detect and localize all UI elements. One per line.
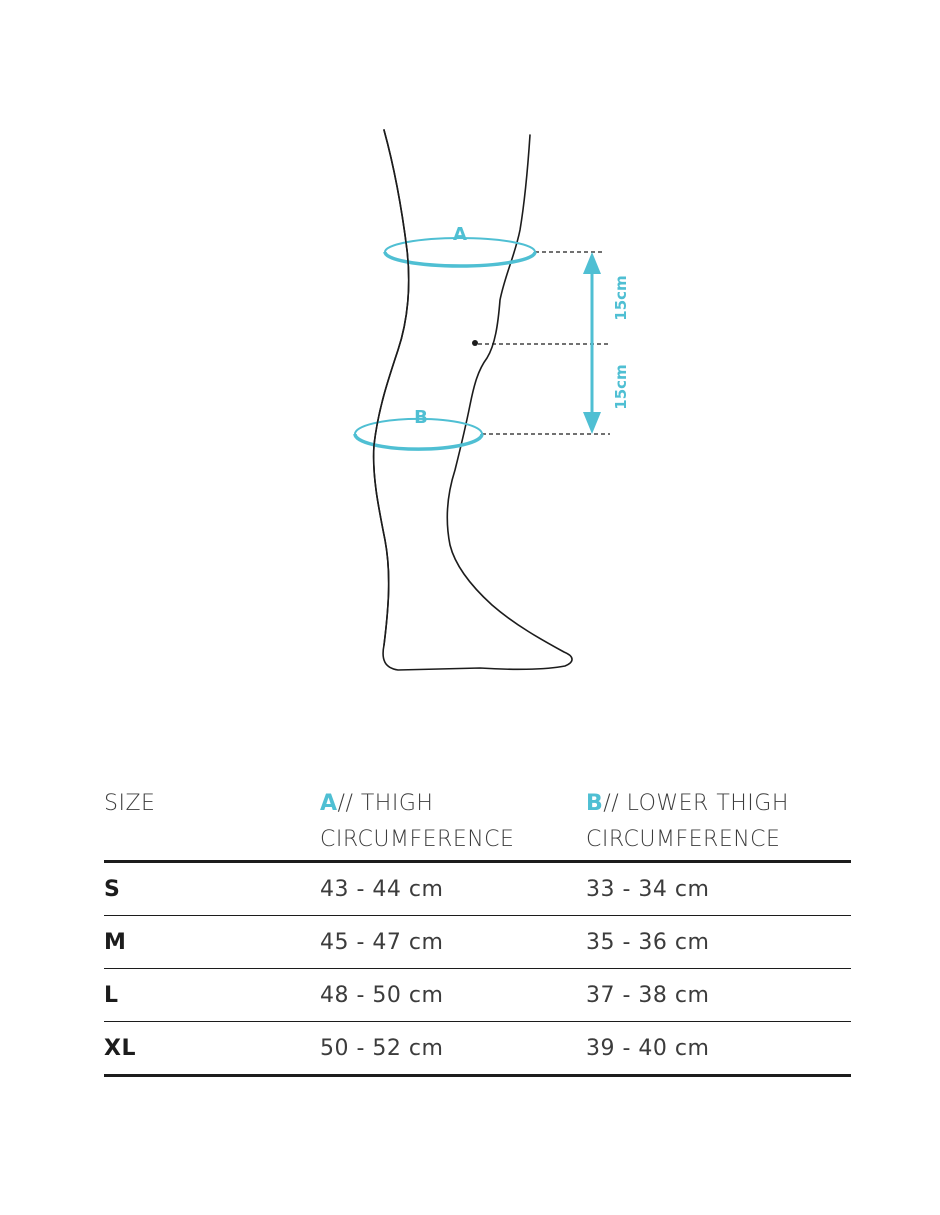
thigh-cell: 48 - 50 cm: [320, 983, 444, 1008]
distance-lower-label: 15cm: [612, 364, 630, 409]
header-b-line1: // LOWER THIGH: [603, 791, 789, 816]
table-row: XL 50 - 52 cm 39 - 40 cm: [104, 1022, 851, 1077]
distance-upper-label: 15cm: [612, 275, 630, 320]
size-cell: L: [104, 983, 119, 1008]
header-a-letter: A: [320, 791, 338, 816]
thigh-cell: 45 - 47 cm: [320, 930, 444, 955]
size-cell: M: [104, 930, 127, 955]
table-row: M 45 - 47 cm 35 - 36 cm: [104, 916, 851, 969]
arrow-up-icon: [583, 252, 601, 274]
leg-outline-back: [372, 129, 573, 671]
size-cell: S: [104, 877, 121, 902]
arrow-down-icon: [583, 412, 601, 434]
ring-a-front: [383, 251, 537, 268]
ring-b-front: [353, 433, 484, 451]
table-row: S 43 - 44 cm 33 - 34 cm: [104, 863, 851, 916]
size-cell: XL: [104, 1036, 136, 1061]
ring-b-label: B: [414, 407, 428, 428]
leg-measurement-diagram: 15cm 15cm A B: [353, 129, 630, 671]
leg-outline-front-side: [372, 129, 410, 646]
size-table-header: SIZE A// THIGH CIRCUMFERENCE B// LOWER T…: [104, 780, 851, 863]
lower-thigh-cell: 33 - 34 cm: [586, 877, 710, 902]
ring-a-back: [384, 237, 536, 253]
thigh-cell: 43 - 44 cm: [320, 877, 444, 902]
leg-diagram-svg: 15cm 15cm A B: [353, 129, 630, 671]
knee-reference-dot: [472, 340, 478, 346]
ring-a-label: A: [453, 224, 467, 245]
header-thigh-circumference: A// THIGH CIRCUMFERENCE: [320, 786, 514, 858]
lower-thigh-cell: 37 - 38 cm: [586, 983, 710, 1008]
header-b-letter: B: [586, 791, 604, 816]
thigh-cell: 50 - 52 cm: [320, 1036, 444, 1061]
header-size: SIZE: [104, 791, 156, 816]
header-a-line2: CIRCUMFERENCE: [320, 827, 515, 852]
table-row: L 48 - 50 cm 37 - 38 cm: [104, 969, 851, 1022]
ring-b-back: [354, 417, 483, 435]
header-a-line1: // THIGH: [337, 791, 434, 816]
lower-thigh-cell: 35 - 36 cm: [586, 930, 710, 955]
header-lower-thigh-circumference: B// LOWER THIGH CIRCUMFERENCE: [586, 786, 789, 858]
header-b-line2: CIRCUMFERENCE: [586, 827, 781, 852]
lower-thigh-cell: 39 - 40 cm: [586, 1036, 710, 1061]
size-table: SIZE A// THIGH CIRCUMFERENCE B// LOWER T…: [104, 780, 851, 1077]
